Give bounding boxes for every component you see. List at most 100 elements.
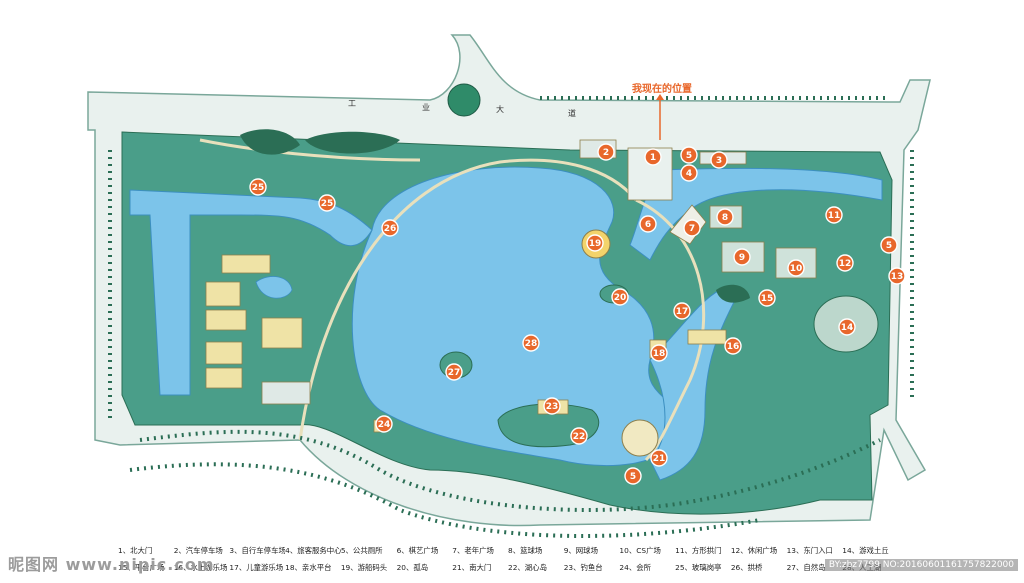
pin-13-label: 13 <box>891 272 904 282</box>
pin-18[interactable]: 18 <box>650 344 668 362</box>
legend-item: 15、平台广场 <box>118 563 165 572</box>
tree-dots <box>240 129 750 303</box>
pin-12[interactable]: 12 <box>836 254 854 272</box>
pin-3-label: 3 <box>716 156 722 166</box>
pin-25-west[interactable]: 25 <box>249 178 267 196</box>
legend-item: 12、休闲广场 <box>730 546 778 555</box>
legend-item: 20、孤岛 <box>396 563 429 572</box>
legend-item: 19、游船码头 <box>340 563 388 572</box>
pin-6[interactable]: 6 <box>639 215 657 233</box>
pin-12-label: 12 <box>839 259 852 269</box>
pin-2[interactable]: 2 <box>597 143 615 161</box>
building-west-4 <box>205 367 243 389</box>
pin-20[interactable]: 20 <box>611 288 629 306</box>
pin-24[interactable]: 24 <box>375 415 393 433</box>
pin-3[interactable]: 3 <box>710 151 728 169</box>
pin-5-north[interactable]: 5 <box>680 146 698 164</box>
pin-25-east-label: 25 <box>321 199 334 209</box>
building-west-5 <box>221 254 271 274</box>
arrow-head-icon <box>656 94 664 100</box>
pins: 1 2 3 4 5 5 5 6 7 8 9 10 11 12 13 14 15 … <box>249 143 906 485</box>
arch-bridge <box>298 158 638 441</box>
legend-item: 13、东门入口 <box>786 546 833 555</box>
building-west-2 <box>205 309 247 331</box>
legend-item: 1、北大门 <box>118 546 153 555</box>
pin-28-label: 28 <box>525 339 538 349</box>
pin-15[interactable]: 15 <box>758 289 776 307</box>
pin-10-label: 10 <box>790 264 803 274</box>
pin-19[interactable]: 19 <box>586 234 604 252</box>
pin-7[interactable]: 7 <box>683 219 701 237</box>
pin-28[interactable]: 28 <box>522 334 540 352</box>
legend-item: 8、篮球场 <box>508 546 543 555</box>
watermark-left: 昵图网 www.nipic.com <box>8 555 215 574</box>
pin-5-south[interactable]: 5 <box>624 467 642 485</box>
road-char-1: 工 <box>348 99 356 108</box>
legend-item: 25、玻璃岗亭 <box>675 563 722 572</box>
pin-8-label: 8 <box>722 213 728 223</box>
legend-item: 6、棋艺广场 <box>396 546 439 555</box>
pin-4[interactable]: 4 <box>680 164 698 182</box>
legend-item: 26、拱桥 <box>730 563 763 572</box>
road-char-2: 业 <box>422 102 430 112</box>
legend-item: 2、汽车停车场 <box>173 546 223 555</box>
pin-16[interactable]: 16 <box>724 337 742 355</box>
pin-9-label: 9 <box>739 253 745 263</box>
pin-15-label: 15 <box>761 294 774 304</box>
pin-23[interactable]: 23 <box>543 397 561 415</box>
east-channel <box>629 167 883 261</box>
building-16 <box>687 329 727 345</box>
pin-14[interactable]: 14 <box>838 318 856 336</box>
legend-item: 14、游戏土丘 <box>842 546 889 555</box>
legend-item: 16、水上游乐场 <box>173 563 228 572</box>
pin-19-label: 19 <box>589 239 602 249</box>
pin-10[interactable]: 10 <box>787 259 805 277</box>
legend-item: 11、方形拱门 <box>675 546 722 555</box>
legend-item: 9、网球场 <box>563 546 598 555</box>
pin-27-label: 27 <box>448 368 461 378</box>
legend-item: 4、旅客服务中心 <box>285 546 341 555</box>
pin-6-label: 6 <box>645 220 651 230</box>
building-west-1 <box>205 281 241 307</box>
pin-27[interactable]: 27 <box>445 363 463 381</box>
legend-item: 22、湖心岛 <box>508 563 547 572</box>
you-are-here-label: 我现在的位置 <box>632 82 692 95</box>
pin-14-label: 14 <box>841 323 854 333</box>
pin-11[interactable]: 11 <box>825 206 843 224</box>
pin-8[interactable]: 8 <box>716 208 734 226</box>
pin-20-label: 20 <box>614 293 627 303</box>
pin-25-east[interactable]: 25 <box>318 194 336 212</box>
legend-item: 18、亲水平台 <box>285 563 332 572</box>
pin-22[interactable]: 22 <box>570 427 588 445</box>
legend-item: 5、公共厕所 <box>340 546 383 555</box>
pin-1[interactable]: 1 <box>644 148 662 166</box>
you-are-here-marker: 我现在的位置 <box>632 82 692 140</box>
legend-item: 17、儿童游乐场 <box>229 563 284 572</box>
pool-west <box>255 276 293 299</box>
pin-26[interactable]: 26 <box>381 219 399 237</box>
pin-17[interactable]: 17 <box>673 302 691 320</box>
pin-17-label: 17 <box>676 307 689 317</box>
pin-16-label: 16 <box>727 342 740 352</box>
parking-lot-west <box>261 381 311 405</box>
legend-item: 23、钓鱼台 <box>563 563 603 572</box>
legend-item: 24、会所 <box>619 563 651 572</box>
pin-25-west-label: 25 <box>252 183 265 193</box>
pin-21-label: 21 <box>653 454 666 464</box>
road-char-3: 大 <box>496 104 504 114</box>
south-gate-plaza <box>621 419 659 457</box>
pin-26-label: 26 <box>384 224 397 234</box>
pin-5-east[interactable]: 5 <box>880 236 898 254</box>
building-west-6 <box>261 317 303 349</box>
pin-2-label: 2 <box>603 148 609 158</box>
pin-9[interactable]: 9 <box>733 248 751 266</box>
tree-rows <box>108 96 914 538</box>
pin-13[interactable]: 13 <box>888 267 906 285</box>
legend-item: 3、自行车停车场 <box>229 546 286 555</box>
pin-24-label: 24 <box>378 420 391 430</box>
pin-21[interactable]: 21 <box>650 449 668 467</box>
watermark-right: BY:zbz7799 NO:20160601161757822000 <box>824 559 1018 571</box>
left-channel <box>129 189 373 396</box>
pin-5-east-label: 5 <box>886 241 892 251</box>
